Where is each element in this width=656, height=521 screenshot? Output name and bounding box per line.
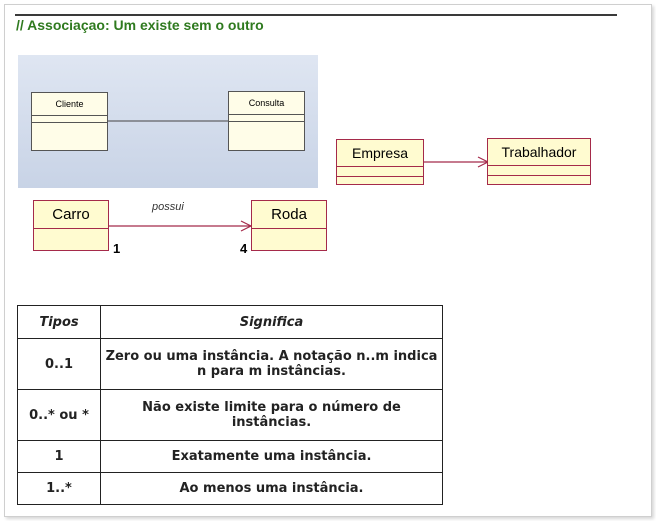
table-row: 1 Exatamente uma instância.	[17, 440, 443, 473]
table-row: 0..1 Zero ou uma instância. A notação n.…	[17, 338, 443, 390]
multiplicity-table: Tipos Significa 0..1 Zero ou uma instânc…	[17, 305, 443, 505]
multiplicity-left: 1	[113, 241, 121, 256]
header-tipos: Tipos	[17, 305, 101, 339]
cell-tipo: 0..1	[17, 338, 101, 390]
cell-tipo: 1	[17, 440, 101, 473]
multiplicity-right: 4	[240, 241, 248, 256]
table-row: 0..* ou * Não existe limite para o númer…	[17, 389, 443, 441]
cell-significa: Ao menos uma instância.	[100, 472, 443, 505]
class-roda: Roda	[251, 200, 327, 251]
table-header-row: Tipos Significa	[17, 305, 443, 339]
class-trabalhador: Trabalhador	[487, 138, 591, 185]
class-carro: Carro	[33, 200, 109, 251]
top-divider	[15, 14, 617, 16]
table-row: 1..* Ao menos uma instância.	[17, 472, 443, 505]
class-consulta: Consulta	[228, 91, 305, 151]
cell-significa: Não existe limite para o número de instâ…	[100, 389, 443, 441]
section-heading: // Associaçao: Um existe sem o outro	[16, 17, 264, 33]
cell-significa: Zero ou uma instância. A notação n..m in…	[100, 338, 443, 390]
header-significa: Significa	[100, 305, 443, 339]
cell-significa: Exatamente uma instância.	[100, 440, 443, 473]
cell-tipo: 1..*	[17, 472, 101, 505]
class-cliente: Cliente	[31, 92, 108, 151]
cell-tipo: 0..* ou *	[17, 389, 101, 441]
class-empresa: Empresa	[336, 139, 424, 185]
association-label: possui	[152, 201, 184, 213]
